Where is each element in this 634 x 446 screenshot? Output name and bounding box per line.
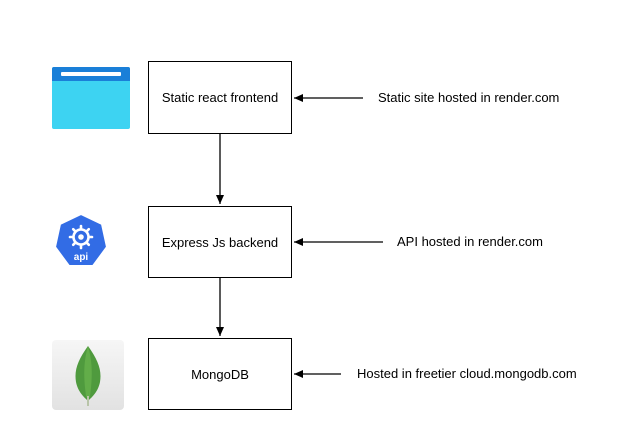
database-node: MongoDB xyxy=(148,338,292,410)
mongodb-leaf-icon xyxy=(52,340,124,410)
api-badge-text: api xyxy=(74,252,89,263)
frontend-node-label: Static react frontend xyxy=(161,90,279,105)
backend-node: Express Js backend xyxy=(148,206,292,278)
api-icon: api xyxy=(52,212,110,272)
backend-annotation: API hosted in render.com xyxy=(397,234,543,249)
frontend-annotation: Static site hosted in render.com xyxy=(378,90,560,105)
browser-window-icon xyxy=(52,67,130,129)
frontend-node: Static react frontend xyxy=(148,61,292,134)
backend-node-label: Express Js backend xyxy=(161,234,279,250)
database-node-label: MongoDB xyxy=(191,366,249,382)
database-annotation: Hosted in freetier cloud.mongodb.com xyxy=(357,366,577,381)
